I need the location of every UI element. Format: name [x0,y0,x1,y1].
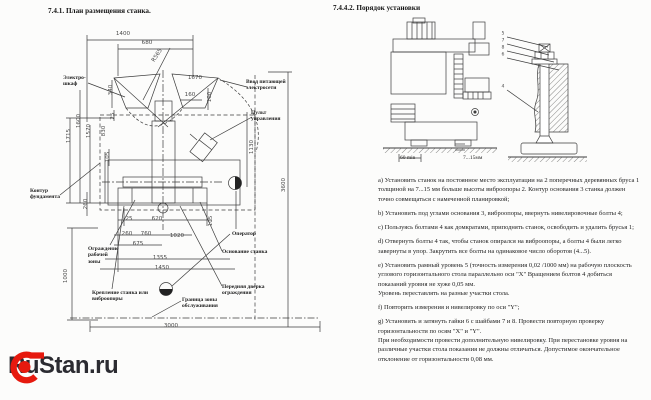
label-front-fence-door: Передняя дверка ограждения [222,284,265,297]
label-operator: Оператор [232,231,256,237]
dim-1000: 1000 [63,268,70,284]
dim-340: 340 [108,84,115,96]
machine-placement-plan-drawing [59,35,321,332]
callout-5: 5 [501,31,505,37]
callout-4: 4 [501,84,505,90]
dim-830: 830 [101,125,108,137]
label-foundation-contour: Контур фундамента [30,188,60,201]
left-section-heading: 7.4.1. План размещения станка. [48,7,151,15]
right-section-heading: 7.4.4.2. Порядок установки [333,4,421,12]
label-power-inlet: Ввод питающей электросети [246,79,286,92]
dim-105-bottom: 105 [208,215,215,227]
rustan-logo-icon [10,351,44,384]
dim-1670: 1670 [187,75,203,82]
dim-675: 675 [132,241,144,248]
dim-160: 160 [184,92,196,99]
dim-260-left: 260 [83,198,90,210]
dim-105-left: 105 [105,151,112,163]
dim-1570: 1570 [86,123,93,139]
dim-1450: 1450 [154,265,170,272]
dim-620: 620 [151,216,163,223]
callout-7: 7 [501,38,505,44]
dim-760: 760 [140,231,152,238]
instruction-step-c: c) Пользуясь болтами 4 как домкратами, п… [378,224,634,232]
instruction-step-b: b) Установить под углами основания 3, ви… [378,209,623,217]
label-machine-base: Основание станка [222,249,268,255]
callout-6: 6 [501,52,505,58]
instruction-step-e: e) Установить рамный уровень 5 (точность… [378,261,632,297]
installation-instructions: a) Установить станок на постоянное место… [378,176,642,369]
instruction-step-g: g) Установить и затянуть гайки 6 с шайба… [378,318,628,363]
callout-8: 8 [501,45,505,51]
label-machine-mounting: Крепление станка или виброопоры [92,290,149,303]
instruction-step-d: d) Отвернуть болты 4 так, чтобы станок о… [378,238,622,255]
label-control-panel: Пульт управления [251,110,281,123]
dim-1020: 1020 [169,233,185,240]
dim-260-bottom: 260 [121,231,133,238]
label-electrical-cabinet: Электро- шкаф [63,75,86,88]
dim-3600: 3600 [281,177,288,193]
dim-25-left: 25 [110,112,117,120]
instruction-step-f: f) Повторить измерения и нивелировку по … [378,304,520,312]
label-bar-height: 7...15мм [463,155,483,161]
rustan-logo[interactable]: RuStan.ru [8,351,119,384]
dim-1715: 1715 [66,128,73,144]
instruction-step-a: a) Установить станок на постоянное место… [378,177,640,203]
dim-680: 680 [141,40,153,47]
dim-25-bottom: 25 [125,216,133,223]
dim-1130: 1130 [249,139,256,155]
installation-order-drawing [383,17,587,162]
label-60min-gap: 60 min [400,155,416,161]
dim-3000: 3000 [163,323,179,330]
dim-1355: 1355 [152,255,168,262]
dim-1600: 1600 [76,113,83,129]
label-service-zone: Граница зоны обслуживания [182,297,218,310]
label-work-zone-fence: Ограждение рабочей зоны [88,246,119,265]
dim-100: 100 [207,91,214,103]
dim-1400: 1400 [115,31,131,38]
